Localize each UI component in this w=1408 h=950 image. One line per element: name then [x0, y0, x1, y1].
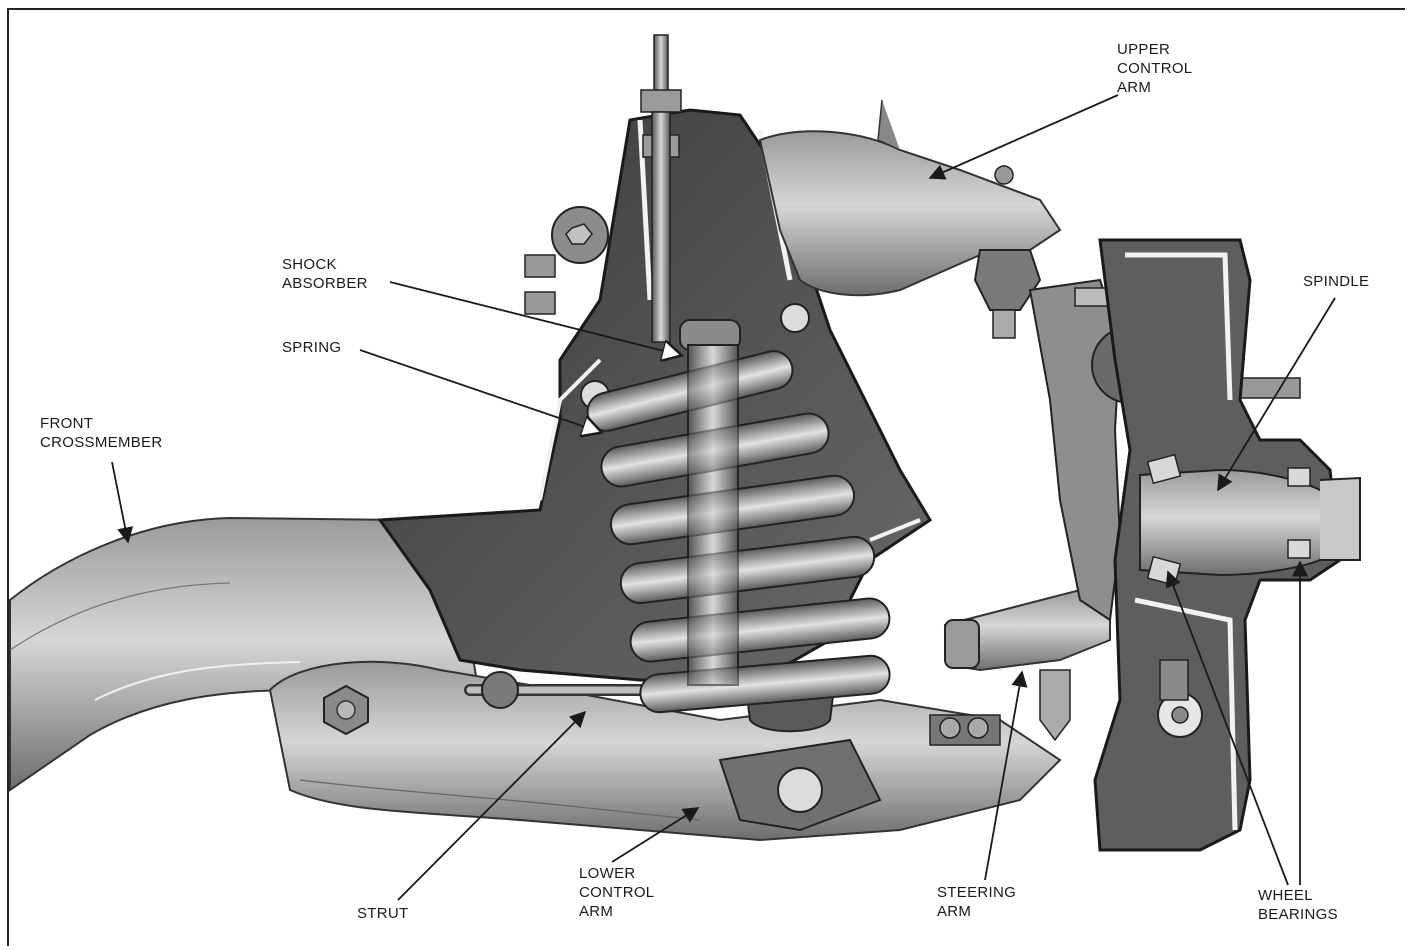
upper-control-arm-part: [758, 99, 1062, 339]
leader-spring: [359, 349, 600, 432]
leader-shock-absorber: [389, 281, 680, 355]
label-line: ARM: [579, 903, 614, 920]
coil-spring-part: [586, 344, 891, 714]
leader-upper-control-arm: [928, 94, 1119, 180]
page-frame: [7, 8, 1405, 946]
label-shock-absorber: SHOCK ABSORBER: [282, 255, 368, 293]
label-line: WHEEL: [1258, 887, 1313, 904]
label-line: STEERING: [937, 884, 1017, 901]
leader-front-crossmember: [111, 461, 134, 544]
label-line: ARM: [937, 903, 972, 920]
hub-drum-part: [1093, 238, 1361, 852]
leader-strut: [397, 710, 587, 901]
label-strut: STRUT: [357, 904, 409, 923]
label-spindle: SPINDLE: [1303, 272, 1369, 291]
label-line: CROSSMEMBER: [40, 434, 163, 451]
label-line: ARM: [1117, 79, 1152, 96]
label-steering-arm: STEERING ARM: [937, 883, 1016, 921]
label-line: BEARINGS: [1258, 906, 1338, 923]
label-line: LOWER: [579, 865, 636, 882]
lower-spring-seat: [718, 714, 1001, 832]
label-line: FRONT: [40, 415, 94, 432]
label-wheel-bearings: WHEEL BEARINGS: [1258, 886, 1338, 924]
leader-spindle: [1217, 297, 1336, 492]
label-line: ABSORBER: [282, 275, 368, 292]
leader-wheel-bearings-1: [1165, 570, 1289, 886]
leader-steering-arm: [984, 670, 1028, 881]
label-front-crossmember: FRONT CROSSMEMBER: [40, 414, 162, 452]
leader-lines: [111, 94, 1336, 901]
label-line: CONTROL: [579, 884, 655, 901]
label-line: SPINDLE: [1303, 273, 1370, 290]
label-line: CONTROL: [1117, 60, 1193, 77]
label-line: STRUT: [357, 905, 409, 922]
steering-arm-part: [943, 588, 1111, 742]
label-spring: SPRING: [282, 338, 341, 357]
label-line: SPRING: [282, 339, 342, 356]
leader-lower-control-arm: [611, 807, 700, 863]
label-line: UPPER: [1117, 41, 1171, 58]
label-line: SHOCK: [282, 256, 337, 273]
label-upper-control-arm: UPPER CONTROL ARM: [1117, 40, 1192, 97]
label-lower-control-arm: LOWER CONTROL ARM: [579, 864, 654, 921]
